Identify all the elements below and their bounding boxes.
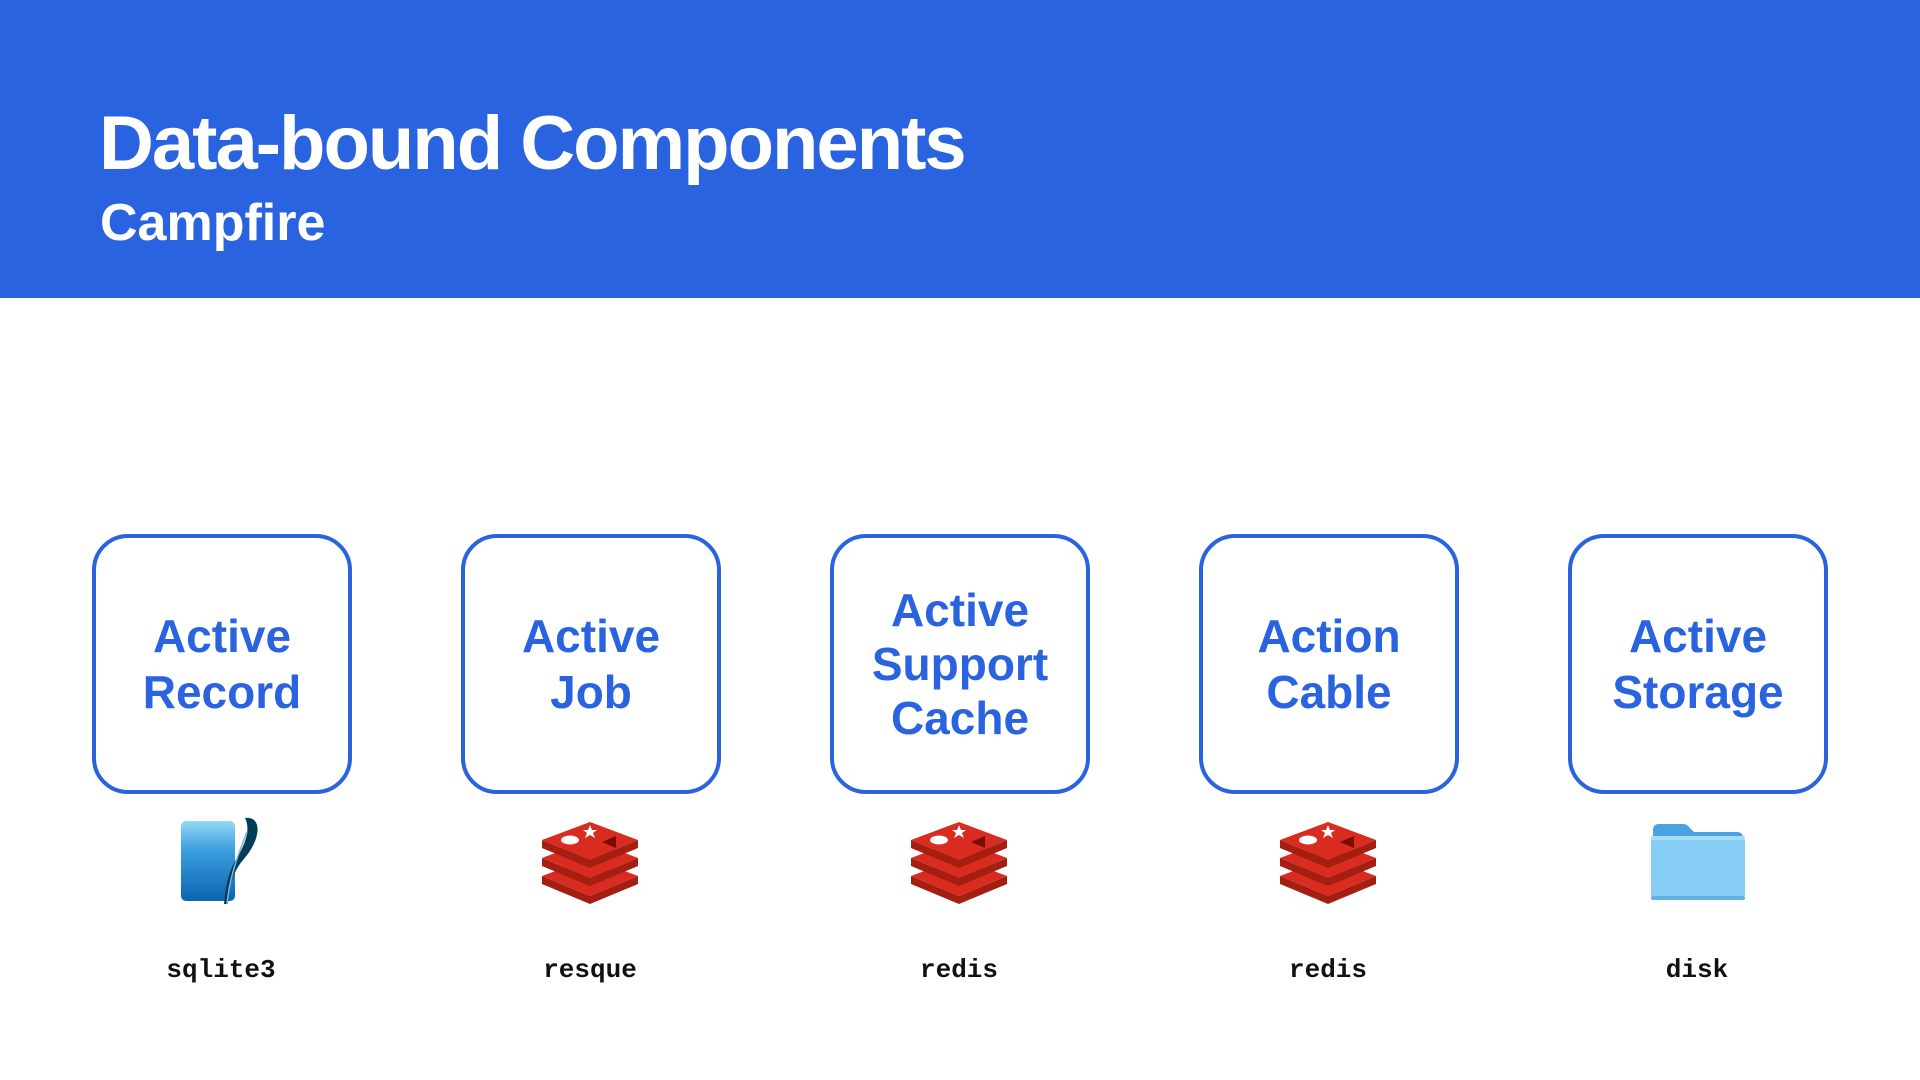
backend-label: redis: [1288, 955, 1367, 985]
backend-label: resque: [543, 955, 637, 985]
component-label: Active Job: [521, 610, 661, 718]
component-label: Active Support Cache: [871, 584, 1049, 744]
component-label: Active Record: [142, 610, 302, 718]
component-box: Active Support Cache: [830, 534, 1090, 794]
component-box: Active Storage: [1568, 534, 1828, 794]
title-banner: Data-bound Components Campfire: [0, 0, 1920, 298]
slide-title: Data-bound Components: [99, 101, 967, 186]
backend-label: sqlite3: [166, 955, 276, 985]
slide-subtitle: Campfire: [100, 194, 326, 252]
component-box: Action Cable: [1199, 534, 1459, 794]
backend-label: disk: [1665, 955, 1729, 985]
sqlite-feather-icon: [181, 817, 258, 905]
component-label: Action Cable: [1257, 610, 1401, 718]
redis-icon: [542, 822, 638, 904]
component-box: Active Job: [461, 534, 721, 794]
component-box: Active Record: [92, 534, 352, 794]
component-label: Active Storage: [1612, 610, 1784, 718]
backend-label: redis: [919, 955, 998, 985]
folder-icon: [1651, 824, 1745, 900]
redis-icon: [1280, 822, 1376, 904]
redis-icon: [911, 822, 1007, 904]
